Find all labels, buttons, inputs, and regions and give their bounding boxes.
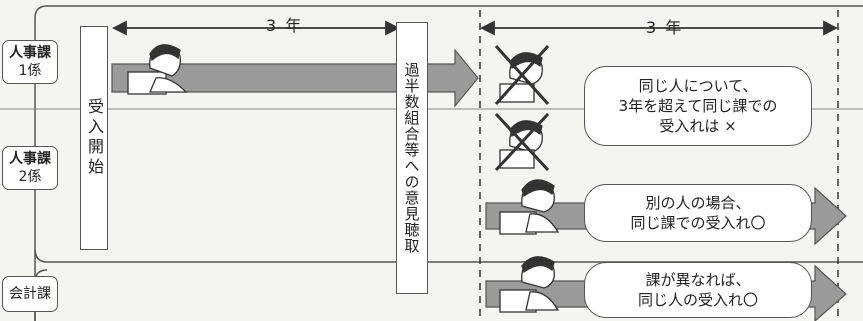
period-label-right: 3 年 [646, 18, 684, 37]
hearing-label: 過半数組合等への意見聴取 [402, 62, 421, 254]
dept-label-accounting: 会計課 [2, 276, 58, 312]
dept-name: 会計課 [9, 286, 51, 302]
department-frame [34, 5, 863, 321]
period-arrow-left [111, 20, 401, 36]
acceptance-start-box: 受入開始 [80, 26, 108, 250]
note-line: 同じ人の受入れ〇 [637, 291, 758, 309]
worker-figure-1 [127, 44, 188, 95]
note-same-person: 同じ人について、 3年を超えて同じ課での 受入れは × [584, 66, 812, 146]
note-line: 同じ人について、 [638, 77, 758, 95]
dept-label-hr2: 人事課 2係 [2, 146, 58, 190]
dept-label-hr1: 人事課 1係 [2, 40, 58, 84]
note-line: 受入れは × [659, 117, 737, 135]
note-line: 課が異なれば、 [645, 271, 751, 289]
hearing-box: 過半数組合等への意見聴取 [396, 22, 428, 294]
dept-name: 人事課 [9, 45, 51, 61]
note-line: 別の人の場合、 [645, 194, 751, 212]
note-line: 3年を超えて同じ課での [618, 97, 778, 115]
worker-figure-2 [499, 179, 560, 235]
acceptance-start-label: 受入開始 [85, 98, 104, 178]
dept-section: 2係 [18, 169, 42, 185]
dept-name: 人事課 [9, 151, 51, 167]
note-line: 同じ課での受入れ〇 [630, 214, 766, 232]
note-other-section: 課が異なれば、 同じ人の受入れ〇 [584, 262, 812, 318]
period-arrow-right [479, 20, 839, 36]
note-other-person: 別の人の場合、 同じ課での受入れ〇 [584, 184, 812, 242]
dept-section: 1係 [18, 63, 42, 79]
worker-figure-3 [499, 256, 560, 313]
worker-figure-crossed-1 [494, 44, 550, 106]
worker-figure-crossed-2 [494, 112, 550, 172]
period-label-left: 3 年 [266, 16, 304, 35]
